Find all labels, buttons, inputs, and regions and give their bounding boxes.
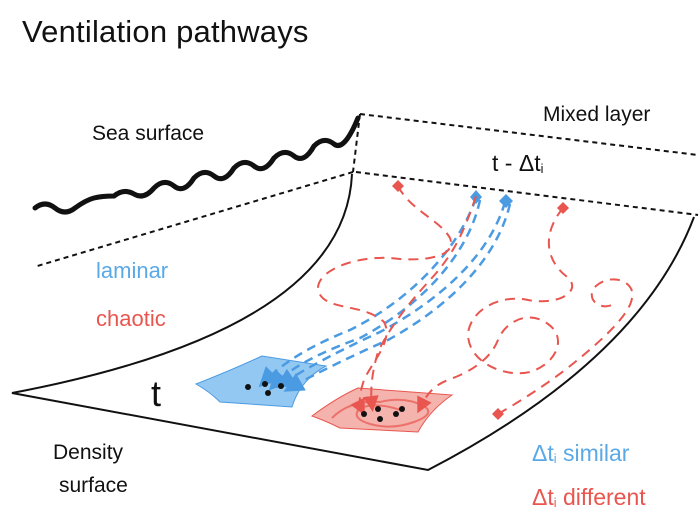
- mixed-layer-left-line: [33, 171, 354, 268]
- laminar-path-4: [283, 203, 512, 392]
- particle-dot: [262, 381, 268, 387]
- particle-dot: [393, 411, 399, 417]
- delta-similar-prefix: Δt: [532, 440, 554, 466]
- particle-dot: [377, 416, 383, 422]
- laminar-path-1: [258, 197, 478, 388]
- chaotic-label: chaotic: [96, 306, 166, 331]
- laminar-patch: [194, 355, 328, 408]
- particle-dot: [245, 384, 251, 390]
- sea-surface-wave: [32, 115, 361, 215]
- t-minus-delta-text: t - Δt: [492, 150, 541, 176]
- chaotic-particles: [361, 406, 405, 422]
- laminar-start-marker-2: [499, 194, 513, 208]
- delta-different-label: Δti different: [532, 486, 646, 510]
- density-label-line2: surface: [59, 474, 128, 497]
- sea-surface-label: Sea surface: [92, 122, 205, 145]
- particle-dot: [278, 383, 284, 389]
- chaotic-path-3: [417, 207, 574, 414]
- particle-dot: [265, 390, 271, 396]
- laminar-pathways: [258, 197, 512, 392]
- chaotic-path-2: [362, 195, 477, 412]
- delta-different-prefix: Δt: [532, 484, 554, 510]
- mixed-layer-label: Mixed layer: [543, 103, 651, 126]
- mixed-layer-vertical-line: [352, 113, 361, 173]
- t-minus-delta-subscript: i: [540, 161, 544, 176]
- laminar-path-3: [275, 201, 507, 389]
- delta-different-suffix: different: [556, 484, 646, 510]
- mixed-layer-bottom-line: [355, 171, 699, 216]
- t-minus-delta-label: t - Δti: [492, 152, 543, 176]
- delta-similar-suffix: similar: [556, 440, 630, 466]
- particle-dot: [361, 411, 367, 417]
- chaotic-start-marker-2: [557, 202, 569, 214]
- chaotic-start-marker-1: [392, 180, 404, 192]
- delta-similar-label: Δti similar: [532, 442, 629, 466]
- time-t-label: t: [151, 373, 162, 414]
- diagram-title: Ventilation pathways: [22, 14, 309, 49]
- laminar-label: laminar: [96, 258, 169, 283]
- density-label-line1: Density: [53, 441, 124, 464]
- chaotic-start-marker-3: [492, 408, 504, 420]
- chaotic-pathways: [316, 185, 634, 416]
- delta-different-subscript: i: [553, 495, 557, 510]
- mixed-layer-top-line: [359, 113, 699, 156]
- particle-dot: [399, 406, 405, 412]
- chaotic-path-1: [316, 185, 453, 416]
- particle-dot: [375, 406, 381, 412]
- laminar-particles: [245, 381, 284, 396]
- density-surface-outline: [11, 173, 695, 472]
- chaotic-path-4: [497, 278, 634, 415]
- delta-similar-subscript: i: [553, 451, 557, 466]
